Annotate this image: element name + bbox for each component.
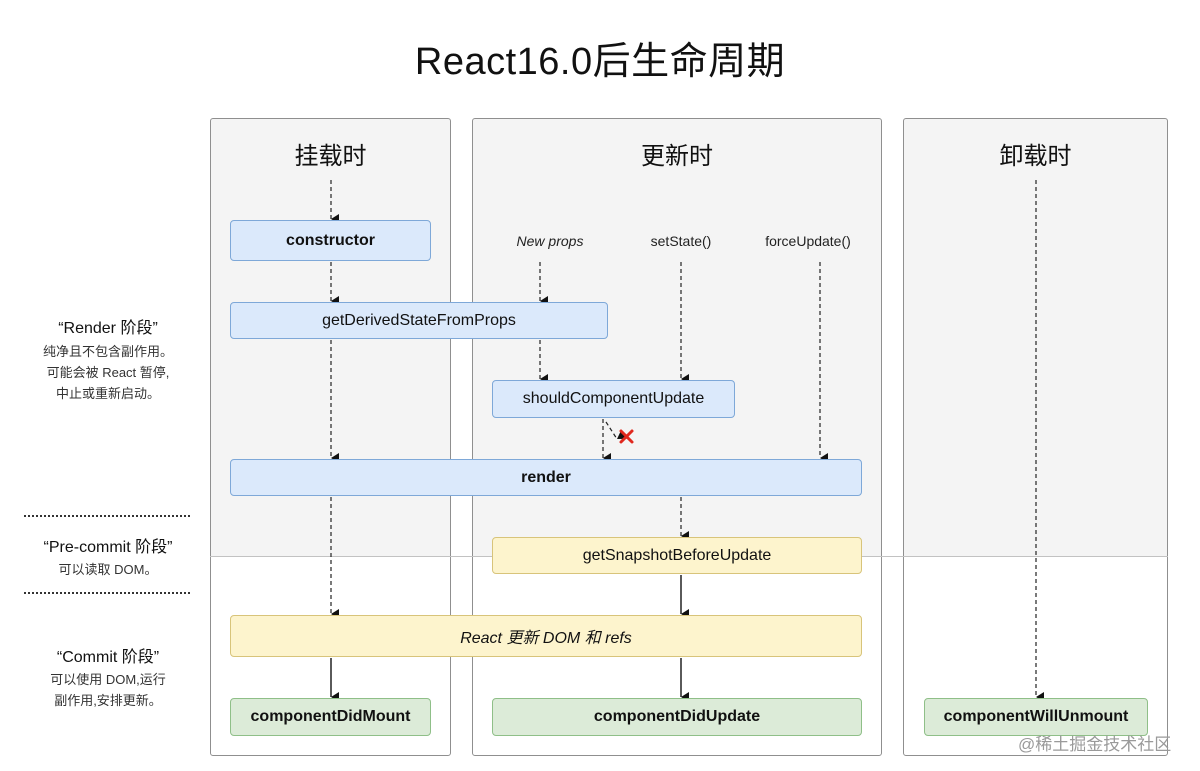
set-state-trigger: setState() bbox=[650, 233, 712, 249]
update-column-title: 更新时 bbox=[641, 143, 713, 170]
render-box: render bbox=[230, 459, 862, 496]
mount-column-title: 挂载时 bbox=[294, 143, 367, 170]
phase-separator-top bbox=[24, 515, 190, 517]
arrow-shouldupdate-false bbox=[605, 421, 627, 440]
force-update-trigger: forceUpdate() bbox=[765, 233, 851, 249]
render-phase-title: “Render 阶段” bbox=[58, 320, 158, 337]
new-props-trigger: New props bbox=[516, 233, 584, 249]
commit-phase-line: 副作用,安排更新。 bbox=[54, 693, 162, 708]
should-component-update-box: shouldComponentUpdate bbox=[492, 380, 735, 418]
commit-phase-desc: 可以使用 DOM,运行 副作用,安排更新。 bbox=[8, 669, 208, 711]
precommit-phase-line: 可以读取 DOM。 bbox=[58, 562, 158, 577]
commit-phase-title: “Commit 阶段” bbox=[56, 649, 160, 666]
component-did-mount-box: componentDidMount bbox=[230, 698, 431, 736]
get-derived-state-box: getDerivedStateFromProps bbox=[230, 302, 608, 339]
render-phase-line: 纯净且不包含副作用。 bbox=[42, 344, 173, 359]
render-phase-desc: 纯净且不包含副作用。 可能会被 React 暂停, 中止或重新启动。 bbox=[8, 341, 208, 404]
render-phase-line: 中止或重新启动。 bbox=[55, 386, 160, 401]
react-update-dom-box: React 更新 DOM 和 refs bbox=[230, 615, 862, 657]
phase-separator-bottom bbox=[24, 592, 190, 594]
component-will-unmount-box: componentWillUnmount bbox=[924, 698, 1148, 736]
constructor-box: constructor bbox=[230, 220, 431, 261]
stop-x-icon bbox=[619, 429, 634, 444]
precommit-phase-title: “Pre-commit 阶段” bbox=[43, 539, 173, 556]
render-phase-line: 可能会被 React 暂停, bbox=[46, 365, 170, 380]
unmount-column-title: 卸载时 bbox=[999, 143, 1072, 170]
diagram-title: React16.0后生命周期 bbox=[414, 41, 786, 83]
precommit-phase-desc: 可以读取 DOM。 bbox=[8, 559, 208, 580]
component-did-update-box: componentDidUpdate bbox=[492, 698, 862, 736]
get-snapshot-box: getSnapshotBeforeUpdate bbox=[492, 537, 862, 574]
commit-phase-line: 可以使用 DOM,运行 bbox=[50, 672, 166, 687]
watermark: @稀土掘金技术社区 bbox=[1018, 735, 1172, 754]
